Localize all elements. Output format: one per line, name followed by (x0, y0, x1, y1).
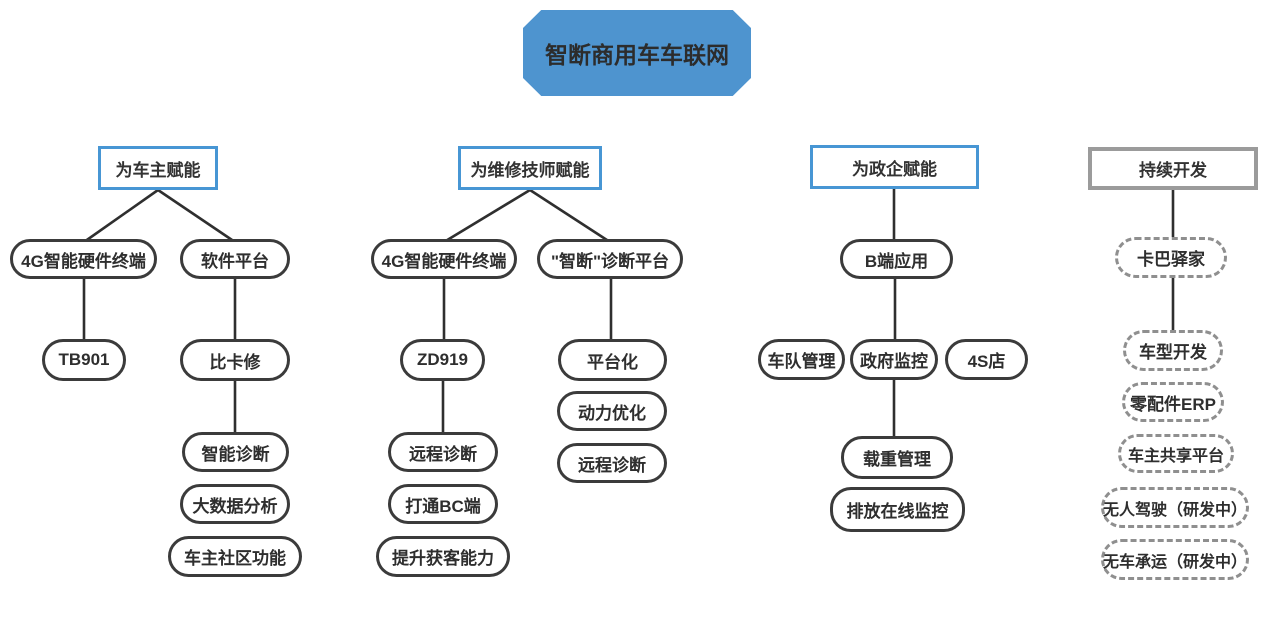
node-gov-monitoring: 政府监控 (850, 339, 938, 380)
node-vehicle-model-dev: 车型开发 (1123, 330, 1223, 371)
node-bikaxiu: 比卡修 (180, 339, 290, 381)
header-owner: 为车主赋能 (98, 146, 218, 190)
node-parts-erp: 零配件ERP (1122, 382, 1224, 422)
connector-owner-hw (83, 188, 159, 244)
diagram-title: 智断商用车车联网 (523, 10, 751, 96)
node-power-optimization: 动力优化 (557, 391, 667, 431)
connector-tech-hw (443, 188, 531, 244)
node-zd919: ZD919 (400, 339, 485, 381)
connector-owner-sw (157, 188, 236, 244)
node-4g-hardware-owner: 4G智能硬件终端 (10, 239, 157, 279)
node-4g-hardware-tech: 4G智能硬件终端 (371, 239, 517, 279)
node-connect-bc: 打通BC端 (388, 484, 498, 524)
node-big-data-analysis: 大数据分析 (180, 484, 290, 524)
node-4s-store: 4S店 (945, 339, 1028, 380)
node-owner-sharing-platform: 车主共享平台 (1118, 434, 1234, 473)
node-owner-community: 车主社区功能 (168, 536, 302, 577)
node-smart-diagnosis: 智能诊断 (182, 432, 289, 472)
node-remote-diagnosis-left: 远程诊断 (388, 432, 498, 472)
node-fleet-management: 车队管理 (758, 339, 845, 380)
header-technician: 为维修技师赋能 (458, 146, 602, 190)
node-autonomous-driving: 无人驾驶（研发中） (1101, 487, 1249, 528)
node-b-side-app: B端应用 (840, 239, 953, 279)
node-load-management: 载重管理 (841, 436, 953, 479)
connector-tech-pt (529, 188, 611, 244)
node-tb901: TB901 (42, 339, 126, 381)
node-emission-monitoring: 排放在线监控 (830, 487, 965, 532)
node-kaba-yijia: 卡巴驿家 (1115, 237, 1227, 278)
header-continuous-dev: 持续开发 (1088, 147, 1258, 190)
node-remote-diagnosis-right: 远程诊断 (557, 443, 667, 483)
node-customer-acquisition: 提升获客能力 (376, 536, 510, 577)
node-zhiduan-diagnosis-platform: "智断"诊断平台 (537, 239, 683, 279)
node-platformization: 平台化 (558, 339, 667, 381)
node-non-truck-carrier: 无车承运（研发中） (1101, 539, 1249, 580)
node-software-platform: 软件平台 (180, 239, 290, 279)
header-government: 为政企赋能 (810, 145, 979, 189)
